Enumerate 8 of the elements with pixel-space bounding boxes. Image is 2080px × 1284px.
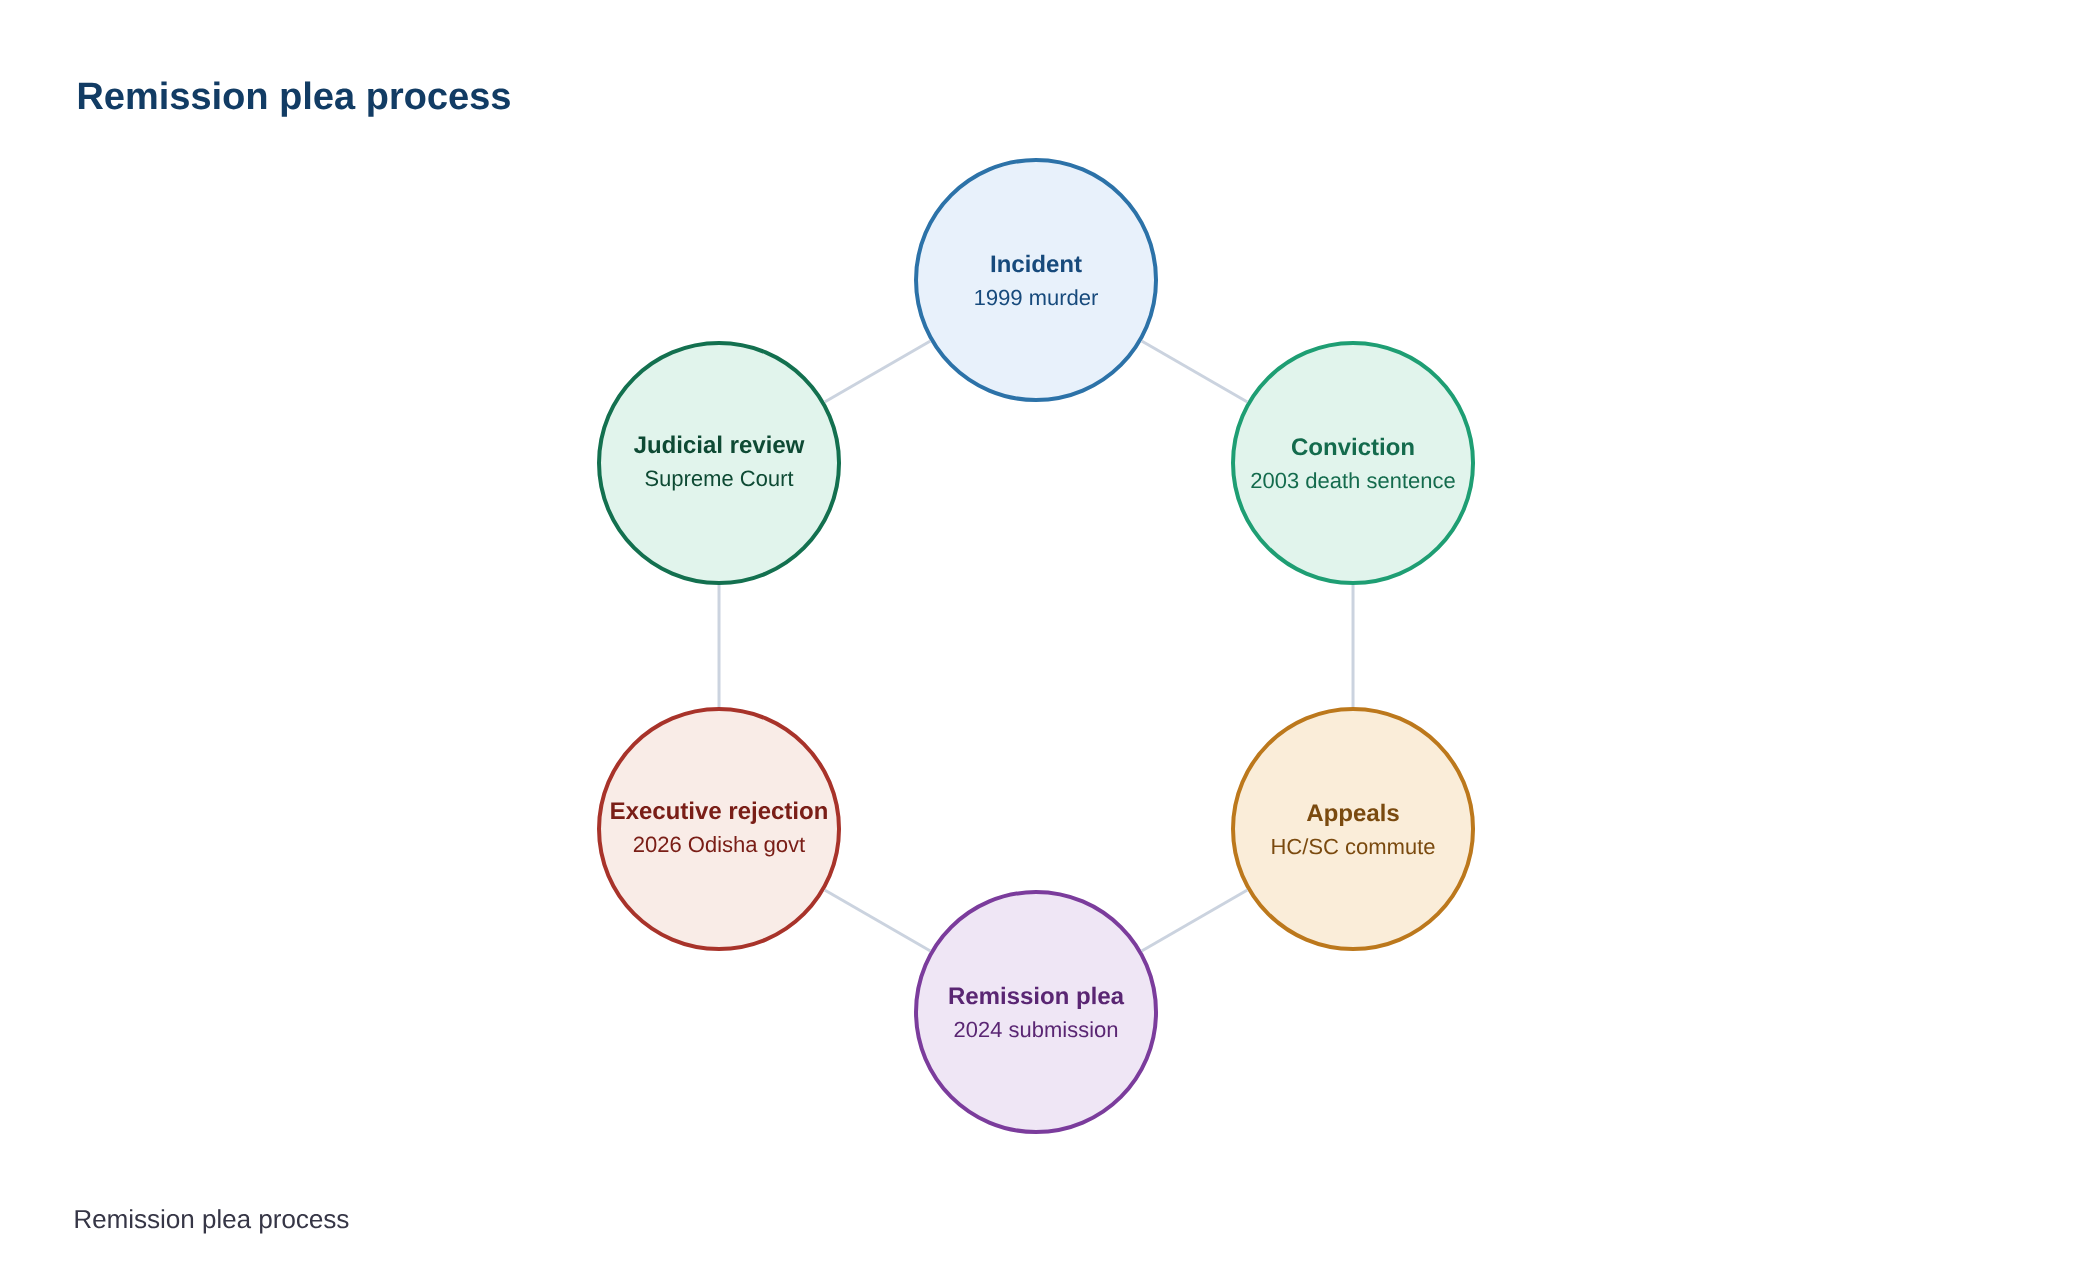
connector-line	[823, 339, 932, 404]
connector-line	[1351, 585, 1355, 707]
connector-line	[823, 888, 932, 953]
connector-line	[1140, 888, 1249, 953]
title: Remission plea process	[78, 81, 510, 117]
connector-line	[717, 585, 721, 707]
connector-line	[1140, 339, 1249, 404]
caption: Remission plea process	[75, 1209, 349, 1234]
